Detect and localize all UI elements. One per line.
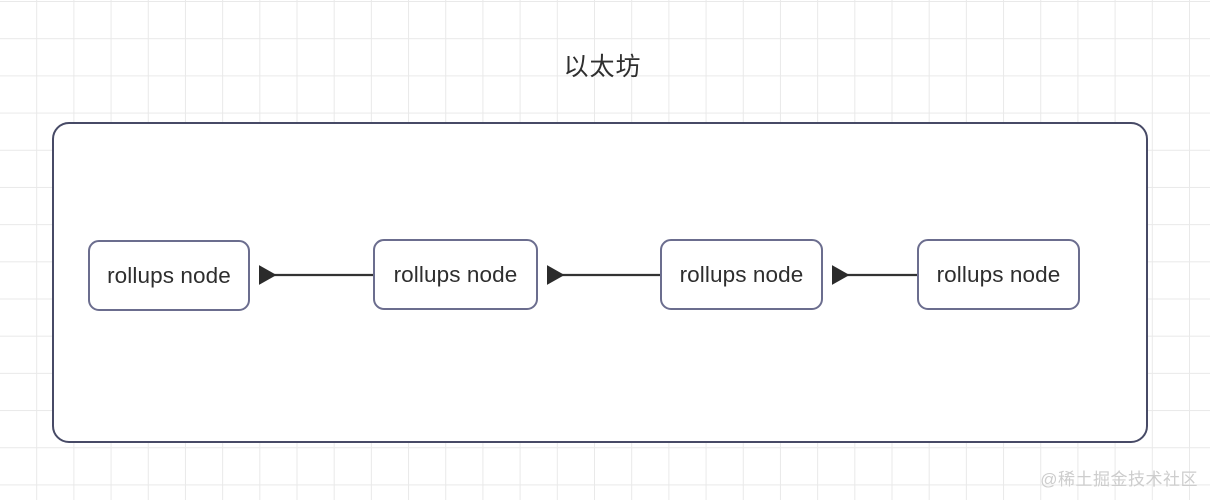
rollups-node-label: rollups node bbox=[679, 261, 804, 287]
rollups-node-4[interactable]: rollups node bbox=[917, 239, 1080, 310]
rollups-node-3[interactable]: rollups node bbox=[660, 239, 823, 310]
rollups-node-label: rollups node bbox=[107, 262, 231, 288]
watermark: @稀土掘金技术社区 bbox=[1040, 470, 1198, 489]
rollups-node-label: rollups node bbox=[936, 261, 1061, 287]
page-title: 以太坊 bbox=[563, 53, 642, 81]
rollups-node-2[interactable]: rollups node bbox=[373, 239, 538, 310]
rollups-node-label: rollups node bbox=[393, 261, 518, 287]
rollups-node-1[interactable]: rollups node bbox=[88, 240, 250, 311]
